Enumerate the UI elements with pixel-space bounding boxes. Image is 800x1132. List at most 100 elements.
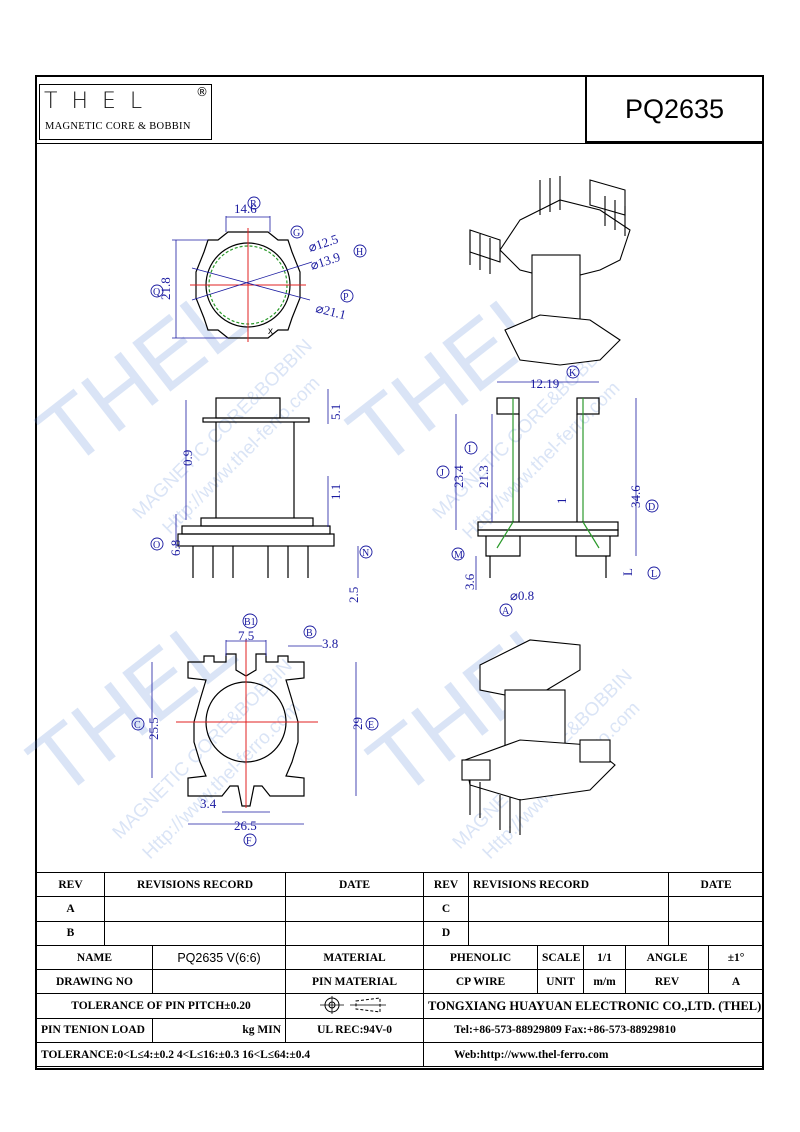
dim-pin-dia: ⌀0.8 xyxy=(510,588,534,603)
ul-rec: UL REC:94V-0 xyxy=(285,1017,425,1044)
dim-height: 21.8 xyxy=(158,277,173,300)
front-view xyxy=(175,389,359,578)
dim-l: L xyxy=(620,568,635,576)
drawing-sheet xyxy=(35,75,764,1070)
rev-b: B xyxy=(36,920,105,946)
callout-circle xyxy=(365,717,379,731)
tolerance-pin-pitch: TOLERANCE OF PIN PITCH±0.20 xyxy=(35,993,287,1019)
callout-b1: B1 xyxy=(244,617,256,628)
top-view-labels: 14.6 21.8 ⌀12.5 ⌀13.9 ⌀21.1 x R G H Q P xyxy=(150,196,367,337)
callout-k: K xyxy=(569,368,577,379)
technical-drawing: THEL THEL THEL THEL MAGNETIC CORE&BOBBIN… xyxy=(11,176,661,864)
callout-circle xyxy=(243,833,257,847)
rev-header: REV xyxy=(36,871,105,898)
callout-i: I xyxy=(468,444,471,455)
material-label: MATERIAL xyxy=(285,944,425,971)
callout-p: P xyxy=(343,292,349,303)
pin-material-label: PIN MATERIAL xyxy=(285,969,425,995)
callout-circle xyxy=(353,244,367,258)
dim-i1: 23.4 xyxy=(451,465,466,488)
unit-value: m/m xyxy=(583,969,627,995)
title-row-8: TOLERANCE:0<L≤4:±0.2 4<L≤16:±0.3 16<L≤64… xyxy=(35,1042,765,1068)
isometric-view-bottom xyxy=(461,639,616,835)
top-view xyxy=(172,216,313,342)
projection-icon xyxy=(319,995,386,1014)
dim-base: 6.8 xyxy=(168,540,183,556)
callout-circle xyxy=(131,717,145,731)
general-tolerance: TOLERANCE:0<L≤4:±0.2 4<L≤16:±0.3 16<L≤64… xyxy=(35,1042,425,1068)
name-label: NAME xyxy=(36,944,153,971)
callout-circle xyxy=(242,613,258,629)
rev-a: A xyxy=(36,896,105,922)
dim-width: 14.6 xyxy=(234,201,257,216)
side-view-labels: 12.19 23.4 21.3 1 34.6 3.6 ⌀0.8 L K I J … xyxy=(436,365,661,617)
callout-circle xyxy=(499,603,513,617)
drawing-no-label: DRAWING NO xyxy=(36,969,153,995)
dim-width: 12.19 xyxy=(530,376,559,391)
dim-pin: 2.5 xyxy=(346,587,361,603)
pin-material-value: CP WIRE xyxy=(423,969,539,995)
material-value: PHENOLIC xyxy=(423,944,539,971)
mark-x: x xyxy=(268,326,273,337)
unit-label: UNIT xyxy=(537,969,585,995)
callout-a: A xyxy=(502,606,510,617)
name-value: PQ2635 V(6:6) xyxy=(151,944,287,971)
callout-circle xyxy=(359,545,373,559)
dim-flange: 1.1 xyxy=(328,484,343,500)
bottom-view-labels: 7.5 3.8 25.5 29 3.4 26.5 B1 B C E F xyxy=(131,613,379,847)
projection-symbol xyxy=(285,993,425,1019)
callout-circle xyxy=(566,365,580,379)
callout-circle xyxy=(150,537,164,551)
title-row-6: TOLERANCE OF PIN PITCH±0.20 TONGXIANG HU… xyxy=(35,993,765,1019)
tel-fax: Tel:+86-573-88929809 Fax:+86-573-8892981… xyxy=(423,1017,765,1044)
registered-mark: ® xyxy=(196,85,208,99)
callout-n: N xyxy=(362,548,369,559)
rev-d: D xyxy=(423,920,470,946)
title-row-2: A C xyxy=(36,896,765,922)
callout-g: G xyxy=(293,228,300,239)
dim-d3: ⌀21.1 xyxy=(314,300,347,322)
title-row-1: REV REVISIONS RECORD DATE REV REVISIONS … xyxy=(36,871,765,898)
bottom-view xyxy=(151,640,357,825)
dim-w2: 26.5 xyxy=(234,818,257,833)
dim-h1: 25.5 xyxy=(146,717,161,740)
kg-min: kg MIN xyxy=(151,1017,287,1044)
rev-header-2: REV xyxy=(423,871,470,898)
angle-value: ±1° xyxy=(708,944,765,971)
logo-subtitle: MAGNETIC CORE & BOBBIN xyxy=(45,121,191,132)
callout-circle xyxy=(451,547,465,561)
title-row-3: B D xyxy=(36,920,765,946)
callout-circle xyxy=(303,625,317,639)
callout-c: C xyxy=(134,720,141,731)
logo-wordmark: THEL xyxy=(44,89,157,114)
callout-circle xyxy=(647,566,661,580)
part-number: PQ2635 xyxy=(624,93,725,124)
title-row-5: DRAWING NO PIN MATERIAL CP WIRE UNIT m/m… xyxy=(36,969,765,995)
title-block: REV REVISIONS RECORD DATE REV REVISIONS … xyxy=(35,871,765,1068)
dim-b1: 7.5 xyxy=(238,628,254,643)
scale-value: 1/1 xyxy=(583,944,627,971)
part-number-box: PQ2635 xyxy=(585,77,762,143)
callout-l: L xyxy=(651,569,657,580)
callout-f: F xyxy=(246,836,252,847)
callout-e: E xyxy=(368,720,374,731)
callout-b: B xyxy=(306,628,313,639)
dim-wall: 1 xyxy=(554,498,569,505)
dim-b2: 3.8 xyxy=(322,636,338,651)
callout-circle xyxy=(150,284,164,298)
dim-h2: 29 xyxy=(350,717,365,730)
dim-height: 34.6 xyxy=(628,485,643,508)
scale-label: SCALE xyxy=(537,944,585,971)
callout-circle xyxy=(436,465,450,479)
revisions-header-2: REVISIONS RECORD xyxy=(468,871,670,898)
logo: THEL ® MAGNETIC CORE & BOBBIN xyxy=(39,84,212,140)
angle-label: ANGLE xyxy=(625,944,710,971)
callout-d: D xyxy=(648,502,655,513)
callout-m: M xyxy=(454,550,463,561)
callout-h: H xyxy=(356,247,363,258)
side-view xyxy=(455,381,637,590)
title-row-7: PIN TENION LOAD kg MIN UL REC:94V-0 Tel:… xyxy=(36,1017,765,1044)
title-row-4: NAME PQ2635 V(6:6) MATERIAL PHENOLIC SCA… xyxy=(36,944,765,971)
company-name: TONGXIANG HUAYUAN ELECTRONIC CO.,LTD. (T… xyxy=(423,993,765,1019)
date-header-2: DATE xyxy=(668,871,765,898)
